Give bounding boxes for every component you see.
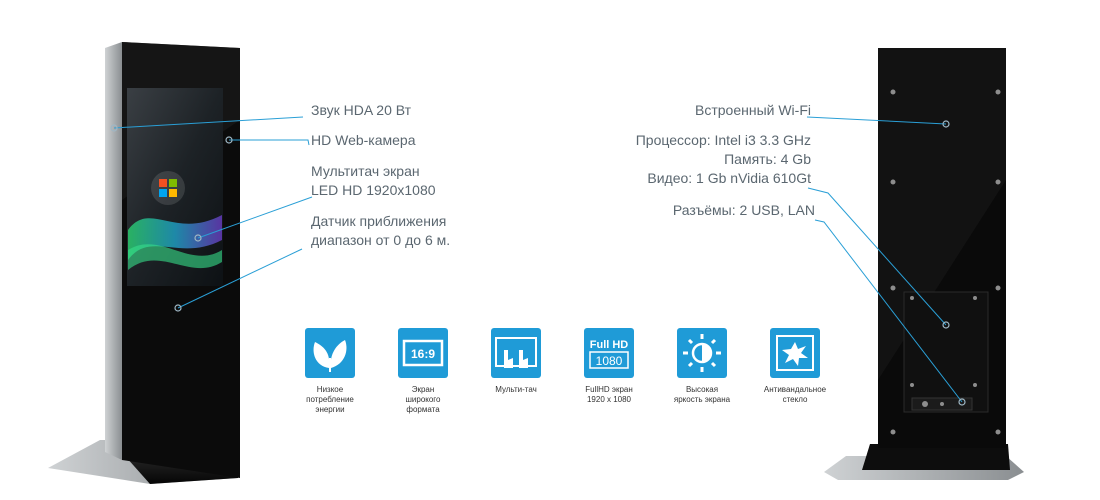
widescreen-icon: 16:9 [402, 339, 444, 367]
callout-cpu: Процессор: Intel i3 3.3 GHz [635, 132, 811, 148]
feature-fullhd-tile: Full HD 1080 [584, 328, 634, 378]
feature-brightness-tile [677, 328, 727, 378]
front-leader-lines [113, 116, 313, 309]
callout-touchscreen-line2: LED HD 1920x1080 [311, 182, 436, 198]
feature-multitouch-caption: Мульти-тач [495, 385, 537, 394]
callout-touchscreen: Мультитач экран LED HD 1920x1080 [311, 162, 436, 200]
back-panel [903, 291, 989, 413]
speaker-hotspot [110, 124, 118, 132]
callout-proximity-sensor: Датчик приближения диапазон от 0 до 6 м. [311, 212, 450, 250]
front-side-edge [105, 42, 122, 460]
svg-text:1080: 1080 [596, 354, 623, 368]
sensor-hotspot [174, 304, 182, 312]
shatter-icon [776, 335, 814, 371]
windows-logo-icon [151, 171, 185, 205]
callout-specs: Процессор: Intel i3 3.3 GHz Память: 4 Gb… [636, 131, 811, 188]
wifi-hotspot [942, 120, 950, 128]
screen-hotspot [194, 234, 202, 242]
callout-webcam: HD Web-камера [311, 132, 416, 148]
feature-widescreen-tile: 16:9 [398, 328, 448, 378]
pc-hotspot [942, 321, 950, 329]
fullhd-icon: Full HD 1080 [589, 339, 629, 369]
callout-audio: Звук HDA 20 Вт [311, 102, 412, 118]
svg-text:16:9: 16:9 [411, 347, 435, 361]
callout-proximity-line2: диапазон от 0 до 6 м. [311, 232, 451, 248]
back-leader-lines [806, 116, 963, 403]
callout-touchscreen-line1: Мультитач экран [311, 163, 420, 179]
brightness-icon [683, 334, 721, 372]
callout-proximity-line1: Датчик приближения [311, 213, 447, 229]
callout-ports: Разъёмы: 2 USB, LAN [672, 202, 815, 218]
feature-glass-tile [770, 328, 820, 378]
multitouch-icon [495, 337, 537, 368]
callout-memory: Память: 4 Gb [724, 151, 811, 167]
feature-energy-tile [305, 328, 355, 378]
webcam-hotspot [225, 136, 233, 144]
callout-wifi: Встроенный Wi-Fi [695, 102, 811, 118]
ports-hotspot [958, 398, 966, 406]
feature-multitouch-tile [491, 328, 541, 378]
svg-text:Full HD: Full HD [590, 339, 629, 351]
leaf-icon [313, 340, 347, 372]
back-kiosk [824, 48, 1024, 480]
callout-video: Видео: 1 Gb nVidia 610Gt [647, 170, 811, 186]
